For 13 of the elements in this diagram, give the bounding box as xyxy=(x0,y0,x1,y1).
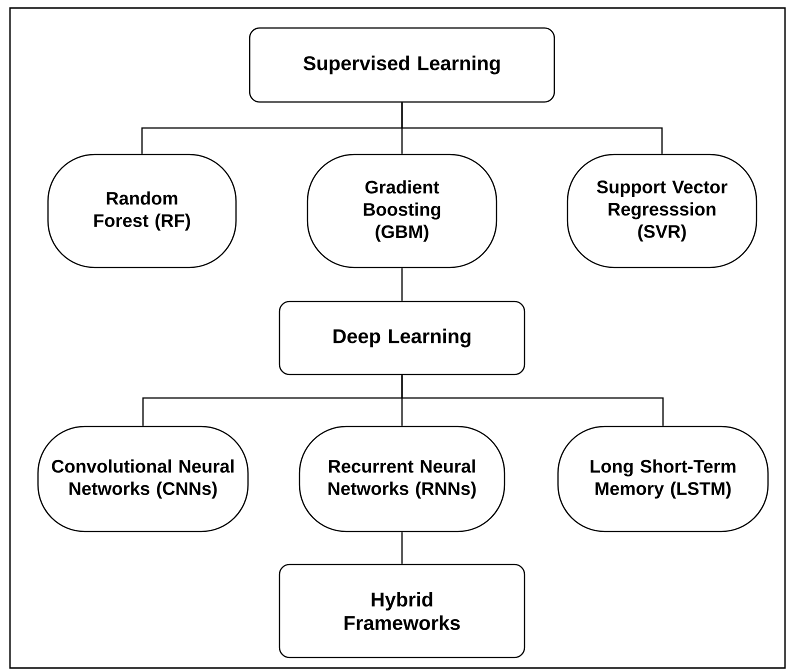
method-pill: Gradient Boosting (GBM) xyxy=(306,154,498,268)
method-pill: Recurrent Neural Networks (RNNs) xyxy=(298,426,506,532)
connector-line xyxy=(401,268,403,301)
connector-line xyxy=(401,375,664,426)
method-pill: Support Vector Regresssion (SVR) xyxy=(566,154,758,268)
method-pill: Random Forest (RF) xyxy=(47,154,237,268)
category-box: Deep Learning xyxy=(278,300,526,376)
connector-line xyxy=(401,532,403,564)
connector-line xyxy=(401,102,663,154)
category-box: Hybrid Frameworks xyxy=(278,564,526,658)
method-pill: Long Short-Term Memory (LSTM) xyxy=(557,426,769,532)
method-pill: Convolutional Neural Networks (CNNs) xyxy=(37,426,249,532)
category-box: Supervised Learning xyxy=(249,27,555,103)
